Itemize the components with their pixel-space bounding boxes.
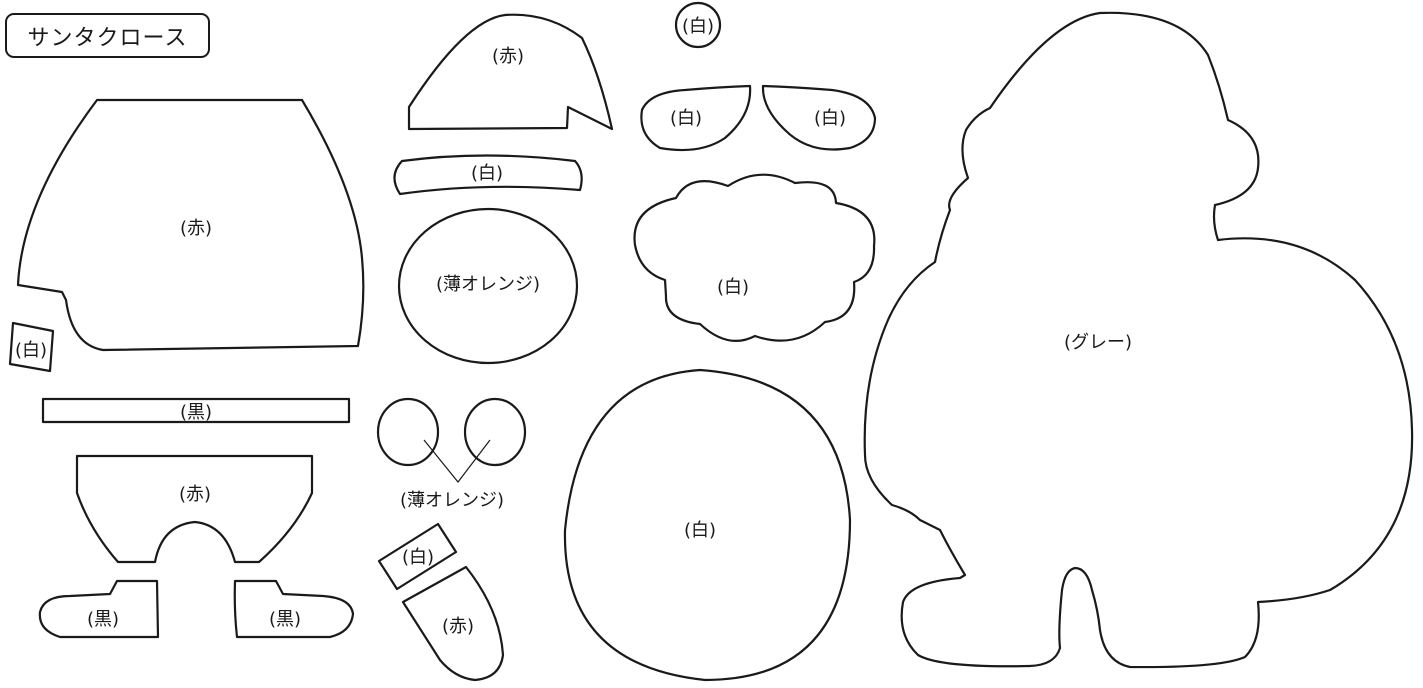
left-boot-label: (黒)	[87, 609, 119, 630]
right-eyebrow-label: (白)	[814, 108, 846, 129]
mitten-piece: (赤)	[401, 565, 505, 682]
base-silhouette-label: (グレー)	[1064, 332, 1132, 353]
right-boot-piece: (黒)	[233, 579, 355, 639]
left-eyebrow-piece: (白)	[640, 84, 752, 152]
mitten-label: (赤)	[442, 616, 474, 637]
cuff-piece: (白)	[8, 321, 55, 373]
face-piece: (薄オレンジ)	[397, 207, 579, 365]
left-eyebrow-label: (白)	[670, 108, 702, 129]
pompom-label: (白)	[682, 16, 714, 37]
beard-piece: (白)	[563, 368, 852, 682]
beard-label: (白)	[684, 520, 716, 541]
coat-piece: (赤)	[16, 98, 365, 352]
hat-label: (赤)	[492, 46, 524, 67]
base-silhouette-piece: (グレー)	[863, 11, 1414, 669]
mustache-piece: (白)	[633, 173, 876, 342]
mitten-cuff-label: (白)	[402, 547, 434, 568]
belt-piece: (黒)	[41, 397, 351, 424]
hands-label: (薄オレンジ)	[400, 490, 504, 511]
pants-label: (赤)	[179, 484, 211, 505]
hat-brim-piece: (白)	[393, 154, 583, 196]
hands-piece: (薄オレンジ)	[376, 397, 527, 511]
pants-piece: (赤)	[75, 454, 314, 564]
left-boot-piece: (黒)	[38, 579, 160, 639]
cuff-label: (白)	[15, 340, 47, 361]
coat-label: (赤)	[180, 218, 212, 239]
face-label: (薄オレンジ)	[436, 274, 540, 295]
belt-label: (黒)	[180, 402, 212, 423]
mustache-label: (白)	[717, 277, 749, 298]
hat-piece: (赤)	[407, 13, 614, 131]
pompom-piece: (白)	[674, 1, 722, 49]
right-boot-label: (黒)	[269, 609, 301, 630]
mitten-cuff-piece: (白)	[377, 522, 458, 591]
hat-brim-label: (白)	[471, 163, 503, 184]
page-title: サンタクロース	[5, 13, 210, 58]
right-eyebrow-piece: (白)	[761, 84, 877, 151]
